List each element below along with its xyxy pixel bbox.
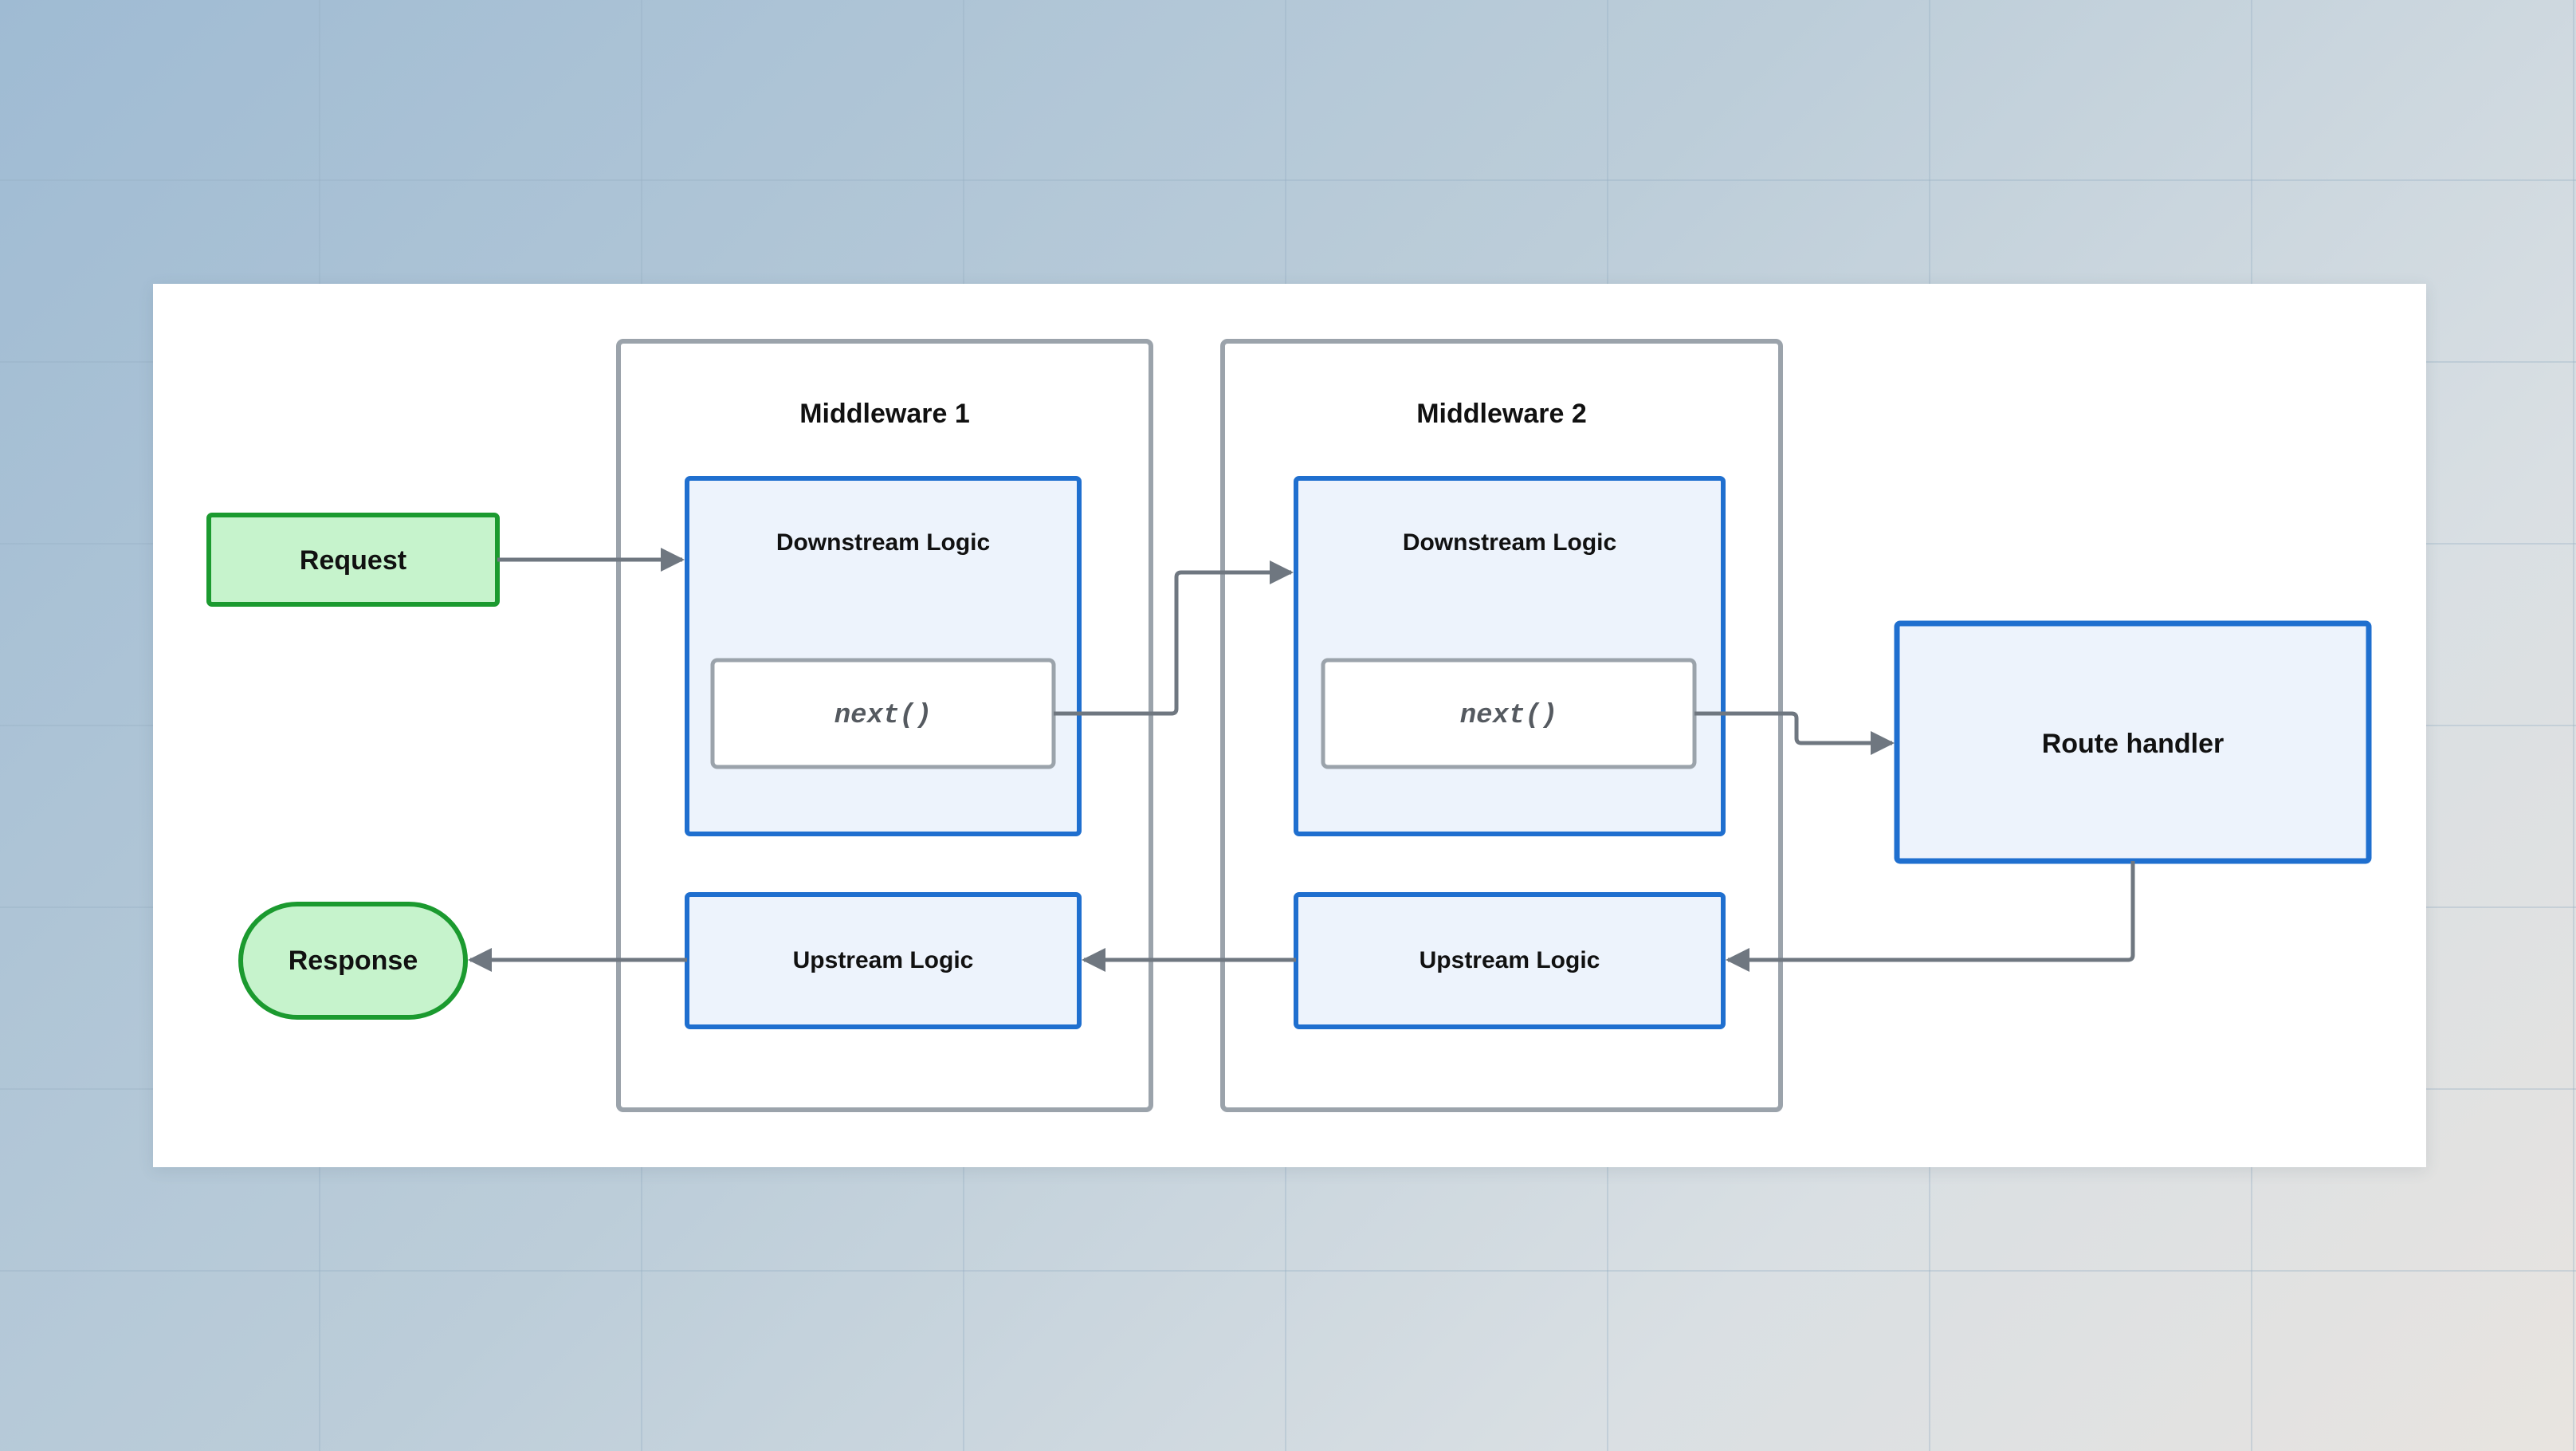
middleware-2-next-label: next(): [1460, 701, 1557, 731]
middleware-1-next-label: next(): [834, 701, 932, 731]
middleware-1-group: Middleware 1 Downstream Logic next() Ups…: [616, 339, 1153, 1112]
middleware-1-title: Middleware 1: [799, 399, 970, 429]
middleware-1-upstream-label: Upstream Logic: [793, 947, 974, 973]
middleware-2-title: Middleware 2: [1416, 399, 1587, 429]
arrow-next-2-to-route-handler: [1694, 711, 1895, 755]
response-label: Response: [289, 946, 418, 976]
middleware-2-group: Middleware 2 Downstream Logic next() Ups…: [1220, 339, 1783, 1112]
arrow-next-1-to-middleware-2: [1054, 560, 1294, 716]
middleware-flow-diagram: Middleware 1 Downstream Logic next() Ups…: [206, 339, 2372, 1112]
middleware-2-downstream-label: Downstream Logic: [1403, 529, 1616, 556]
middleware-1-downstream-label: Downstream Logic: [776, 529, 990, 556]
middleware-2-upstream-label: Upstream Logic: [1420, 947, 1600, 973]
route-handler-label: Route handler: [2042, 729, 2225, 759]
request-label: Request: [300, 545, 406, 576]
response-node[interactable]: [238, 902, 468, 1020]
arrow-route-handler-to-upstream-2: [1726, 861, 2135, 972]
